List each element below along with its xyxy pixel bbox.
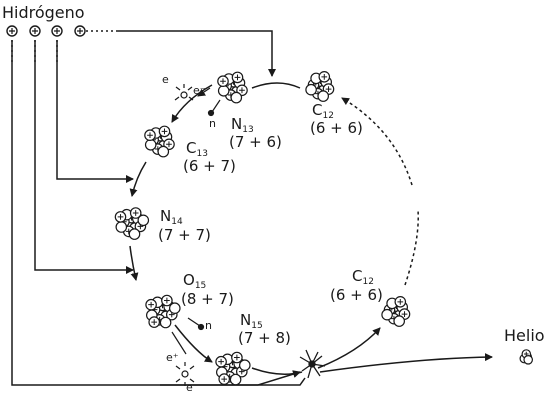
helium-nucleus xyxy=(519,349,533,365)
electron-label: e xyxy=(162,73,169,86)
nuclei xyxy=(114,71,533,386)
n13-nucleus xyxy=(217,71,248,104)
n15-label: N15 xyxy=(240,311,263,332)
neutron-label-1: n xyxy=(209,117,216,130)
o15-composition: (8 + 7) xyxy=(181,290,234,308)
positron-label: e⁺ xyxy=(166,351,179,364)
proton-icon xyxy=(51,25,63,37)
gamma-emission-n13 xyxy=(174,84,211,101)
electron-minus-label-2: e⁻ xyxy=(186,381,199,394)
n15-composition: (7 + 8) xyxy=(238,329,291,347)
neutron-label-2: n xyxy=(205,319,212,332)
n14-composition: (7 + 7) xyxy=(158,226,211,244)
electron-minus-label: e⁻ xyxy=(193,84,206,97)
hydrogen-feed-lines xyxy=(11,30,306,386)
n14-nucleus xyxy=(114,207,150,240)
cycle-path xyxy=(129,82,493,375)
hydrogen-protons xyxy=(6,25,86,37)
o15-label: O15 xyxy=(183,271,207,292)
neutron-emission-n13 xyxy=(207,99,221,117)
c12-top-nucleus xyxy=(305,71,335,102)
proton-icon xyxy=(29,25,41,37)
n13-composition: (7 + 6) xyxy=(229,133,282,151)
c12-right-nucleus xyxy=(381,295,411,327)
o15-nucleus xyxy=(145,294,181,329)
c12-right-label: C12 xyxy=(352,267,374,288)
hydrogen-label: Hidrógeno xyxy=(2,3,85,22)
c12-top-label: C12 xyxy=(312,101,334,122)
c13-label: C13 xyxy=(186,139,208,160)
n13-label: N13 xyxy=(231,115,254,136)
n15-nucleus xyxy=(215,351,251,386)
c13-nucleus xyxy=(144,125,175,158)
neutron-emission-o15 xyxy=(187,317,205,331)
positron-emission-o15 xyxy=(171,331,195,386)
c12-right-composition: (6 + 6) xyxy=(330,286,383,304)
c13-composition: (6 + 7) xyxy=(183,157,236,175)
helium-label: Helio xyxy=(504,326,545,345)
c12-top-composition: (6 + 6) xyxy=(310,119,363,137)
n14-label: N14 xyxy=(160,207,183,228)
proton-icon xyxy=(6,25,18,37)
proton-icon xyxy=(74,25,86,37)
energy-burst-icon xyxy=(299,349,326,379)
